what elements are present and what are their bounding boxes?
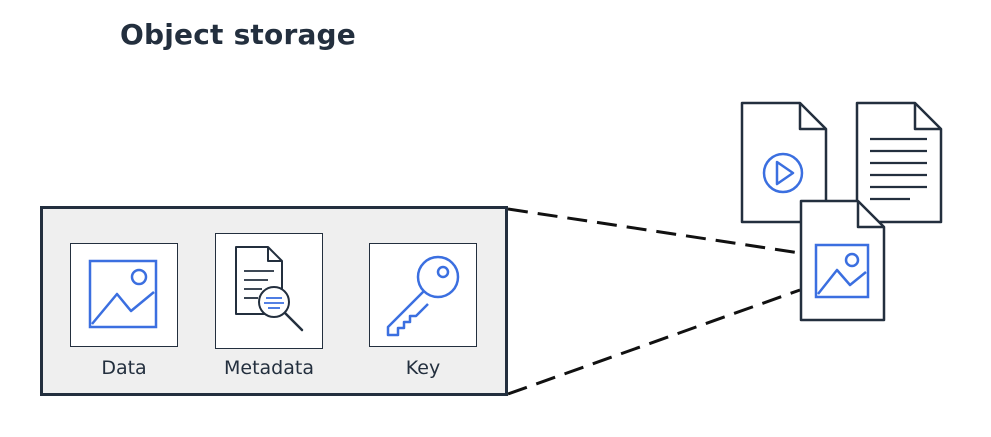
document-search-icon [235, 246, 304, 332]
diagram-title: Object storage [120, 18, 356, 51]
image-icon [88, 259, 158, 329]
key-tile [369, 243, 477, 347]
connector-line-top [507, 207, 801, 255]
video-file-icon [740, 101, 828, 224]
data-label: Data [101, 357, 147, 379]
key-label: Key [405, 357, 441, 379]
data-tile [70, 243, 178, 347]
metadata-label: Metadata [224, 357, 314, 379]
key-icon [386, 255, 460, 337]
text-file-icon [855, 101, 943, 224]
metadata-tile [215, 233, 323, 349]
connector-line-bottom [507, 288, 801, 396]
object-container: Data Metadata Key [40, 206, 508, 396]
image-file-icon [799, 199, 886, 322]
